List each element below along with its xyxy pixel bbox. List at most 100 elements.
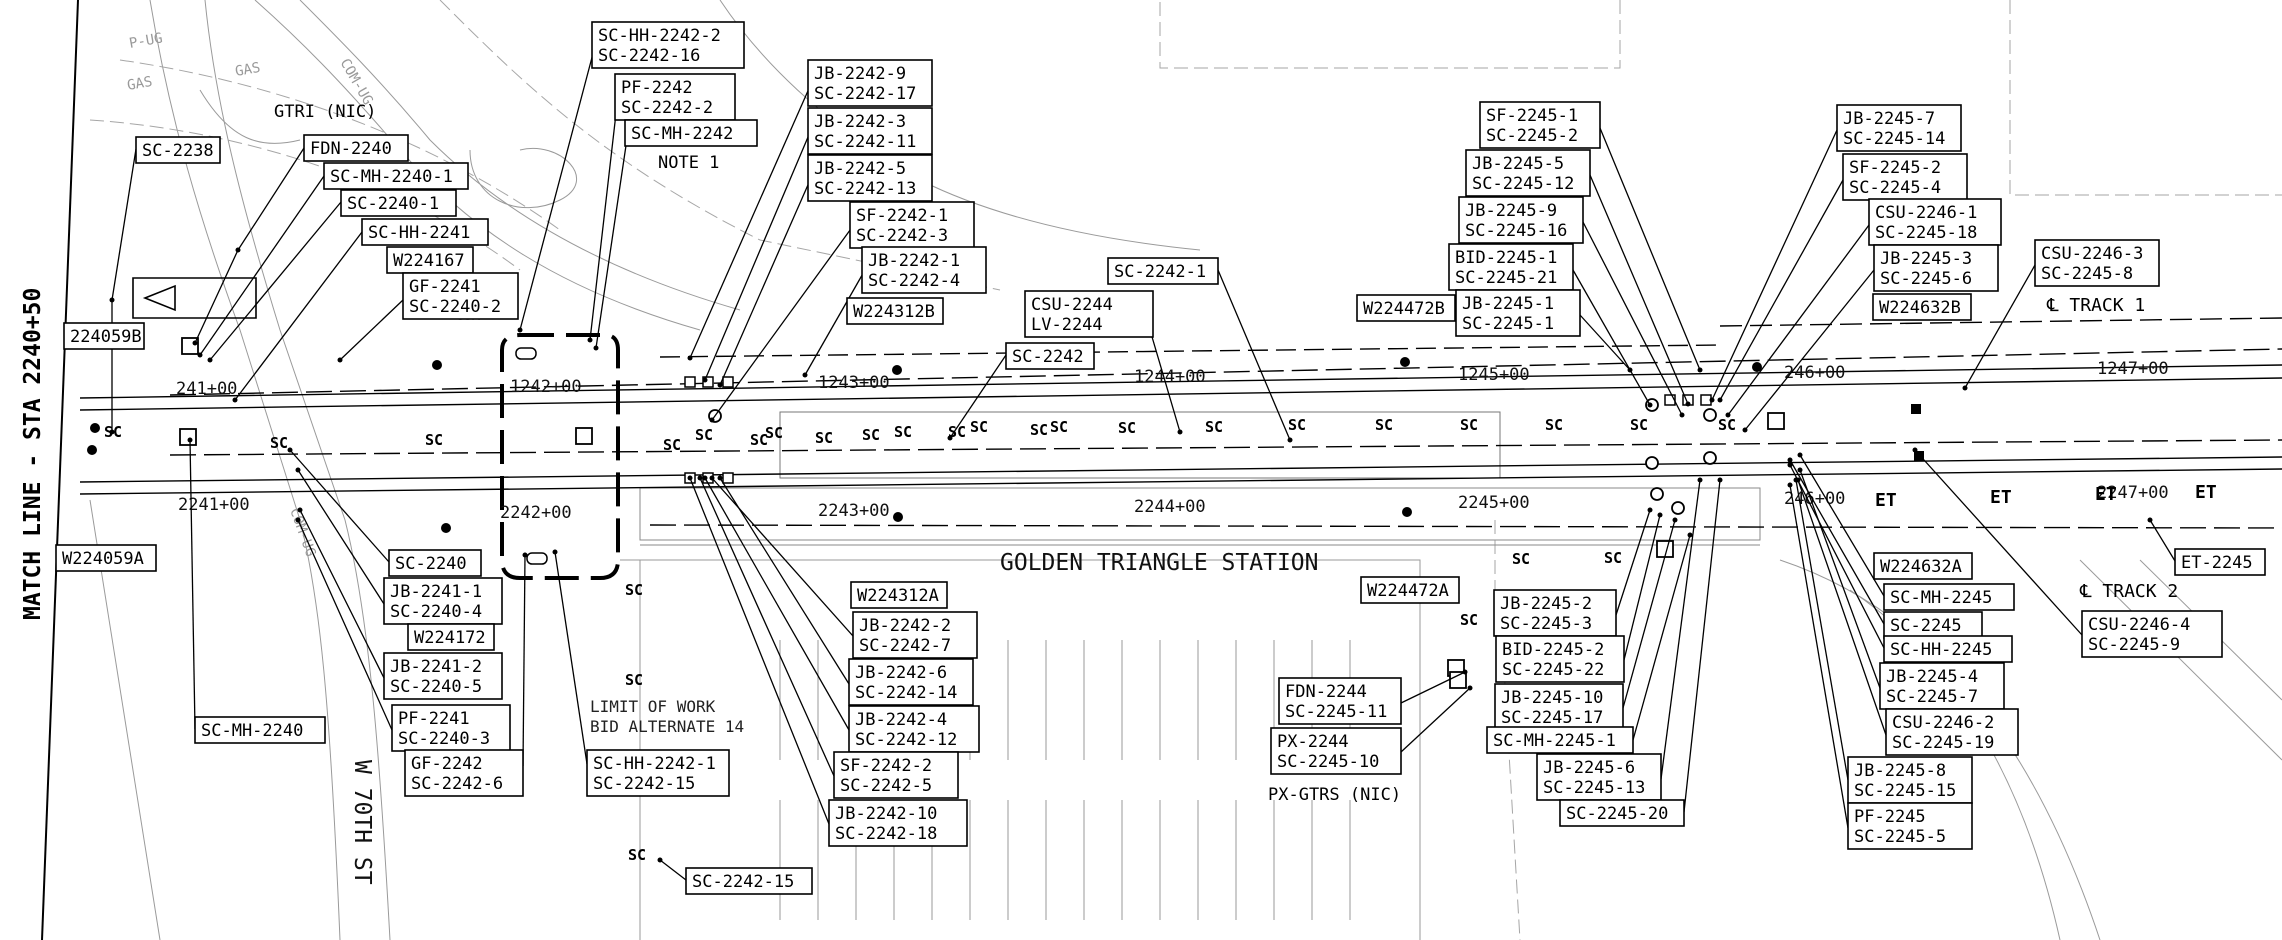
callout-text: SC-2240-5 xyxy=(390,677,482,697)
callout-box[interactable]: SF-2242-2SC-2242-5 xyxy=(833,751,959,799)
sc-marker: SC xyxy=(1205,418,1223,436)
callout-box[interactable]: SC-MH-2240 xyxy=(194,716,326,744)
callout-text: SC-2242-6 xyxy=(411,774,503,794)
callout-text: FDN-2244 xyxy=(1285,682,1367,702)
sc-marker: SC xyxy=(1375,416,1393,434)
light-pole xyxy=(893,512,903,522)
callout-text: CSU-2246-3 xyxy=(2041,244,2143,264)
callout-box[interactable]: SC-HH-2241 xyxy=(361,218,489,246)
callout-box[interactable]: W224472A xyxy=(1360,576,1460,604)
callout-text: SC-2242-15 xyxy=(692,872,794,892)
callout-box[interactable]: SC-MH-2240-1 xyxy=(323,162,469,190)
callout-box[interactable]: SC-HH-2242-2SC-2242-16 xyxy=(591,21,745,69)
callout-text: SC-2245-8 xyxy=(2041,264,2133,284)
leader-line xyxy=(719,177,812,386)
callout-text: JB-2245-3 xyxy=(1880,249,1972,269)
callout-box[interactable]: SC-MH-2245-1 xyxy=(1486,726,1634,754)
callout-box[interactable]: JB-2242-6SC-2242-14 xyxy=(848,658,974,706)
callout-box[interactable]: ET-2245 xyxy=(2174,548,2266,576)
callout-text: SC-MH-2245-1 xyxy=(1493,731,1616,751)
px-gtrs-label: PX-GTRS (NIC) xyxy=(1268,785,1401,805)
callout-box[interactable]: FDN-2240 xyxy=(303,134,409,162)
callout-box[interactable]: SC-HH-2242-1SC-2242-15 xyxy=(586,749,730,797)
callout-box[interactable]: 224059B xyxy=(63,322,145,350)
callout-box[interactable]: JB-2242-9SC-2242-17 xyxy=(807,59,933,107)
callout-box[interactable]: JB-2245-7SC-2245-14 xyxy=(1836,104,1962,152)
callout-box[interactable]: JB-2242-3SC-2242-11 xyxy=(807,107,933,155)
station-label: 246+00 xyxy=(1784,363,1845,383)
callout-text: SC-2245-2 xyxy=(1486,126,1578,146)
callout-box[interactable]: SC-2240-1 xyxy=(340,189,457,217)
callout-box[interactable]: W224632B xyxy=(1872,293,1972,321)
callout-box[interactable]: CSU-2246-1SC-2245-18 xyxy=(1868,198,2002,246)
callout-box[interactable]: SC-HH-2245 xyxy=(1883,635,2013,663)
callout-box[interactable]: SF-2245-2SC-2245-4 xyxy=(1842,153,1968,201)
callout-box[interactable]: W224059A xyxy=(55,544,157,572)
callout-box[interactable]: W224172 xyxy=(407,623,495,651)
leader-line xyxy=(297,469,385,605)
callout-box[interactable]: JB-2245-6SC-2245-13 xyxy=(1536,753,1662,801)
callout-text: SC-2242-12 xyxy=(855,730,957,750)
callout-box[interactable]: BID-2245-1SC-2245-21 xyxy=(1448,243,1574,291)
callout-text: SC-HH-2245 xyxy=(1890,640,1992,660)
callout-box[interactable]: W224167 xyxy=(386,246,474,274)
callout-box[interactable]: SF-2245-1SC-2245-2 xyxy=(1479,101,1601,149)
callout-box[interactable]: SC-MH-2242 xyxy=(624,119,758,147)
callout-text: JB-2245-1 xyxy=(1462,294,1554,314)
callout-box[interactable]: JB-2242-2SC-2242-7 xyxy=(852,611,978,659)
callout-box[interactable]: JB-2245-4SC-2245-7 xyxy=(1879,662,2005,710)
callout-box[interactable]: JB-2241-1SC-2240-4 xyxy=(383,577,503,625)
callout-text: SC-2245-19 xyxy=(1892,733,1994,753)
callout-text: SC-2245-3 xyxy=(1500,614,1592,634)
callout-box[interactable]: CSU-2246-2SC-2245-19 xyxy=(1885,708,2019,756)
callout-box[interactable]: CSU-2246-3SC-2245-8 xyxy=(2034,239,2160,287)
callout-box[interactable]: JB-2245-9SC-2245-16 xyxy=(1458,196,1584,244)
callout-box[interactable]: W224312B xyxy=(846,297,944,325)
callout-box[interactable]: SC-MH-2245 xyxy=(1883,583,2015,611)
light-pole xyxy=(87,445,97,455)
callout-text: SC-MH-2245 xyxy=(1890,588,1992,608)
callout-box[interactable]: CSU-2246-4SC-2245-9 xyxy=(2081,610,2223,658)
leader-line xyxy=(1789,484,1849,829)
callout-box[interactable]: JB-2242-4SC-2242-12 xyxy=(848,705,980,753)
callout-box[interactable]: SC-2242 xyxy=(1005,342,1095,370)
callout-box[interactable]: JB-2245-8SC-2245-15 xyxy=(1847,756,1973,804)
sc-marker: SC xyxy=(695,426,713,444)
callout-box[interactable]: SC-2238 xyxy=(135,136,221,164)
leader-line xyxy=(297,519,393,731)
callout-box[interactable]: JB-2245-1SC-2245-1 xyxy=(1455,289,1581,337)
leader-line xyxy=(111,148,137,301)
callout-text: JB-2242-4 xyxy=(855,710,947,730)
callout-box[interactable]: BID-2245-2SC-2245-22 xyxy=(1495,635,1625,683)
callout-box[interactable]: JB-2245-2SC-2245-3 xyxy=(1493,589,1617,637)
callout-box[interactable]: SF-2242-1SC-2242-3 xyxy=(849,201,975,249)
callout-box[interactable]: SC-2245 xyxy=(1883,611,1983,639)
callout-text: SC-2242-13 xyxy=(814,179,916,199)
callout-box[interactable]: W224312A xyxy=(850,581,948,609)
callout-box[interactable]: W224632A xyxy=(1873,552,1973,580)
callout-box[interactable]: SC-2240 xyxy=(388,549,482,577)
callout-box[interactable]: SC-2242-1 xyxy=(1107,257,1219,285)
callout-box[interactable]: JB-2242-1SC-2242-4 xyxy=(861,246,987,294)
callout-box[interactable]: JB-2242-5SC-2242-13 xyxy=(807,154,933,202)
callout-text: SC-2240 xyxy=(395,554,467,574)
callout-box[interactable]: JB-2241-2SC-2240-5 xyxy=(383,652,503,700)
callout-box[interactable]: SC-2245-20 xyxy=(1559,799,1685,827)
station-label: 2241+00 xyxy=(178,495,250,515)
junction-circle xyxy=(1671,501,1685,515)
leader-line xyxy=(804,269,866,376)
callout-box[interactable]: SC-2242-15 xyxy=(685,867,813,895)
callout-box[interactable]: JB-2245-3SC-2245-6 xyxy=(1873,244,1999,292)
callout-box[interactable]: W224472B xyxy=(1356,294,1456,322)
callout-box[interactable]: JB-2245-5SC-2245-12 xyxy=(1465,149,1591,197)
